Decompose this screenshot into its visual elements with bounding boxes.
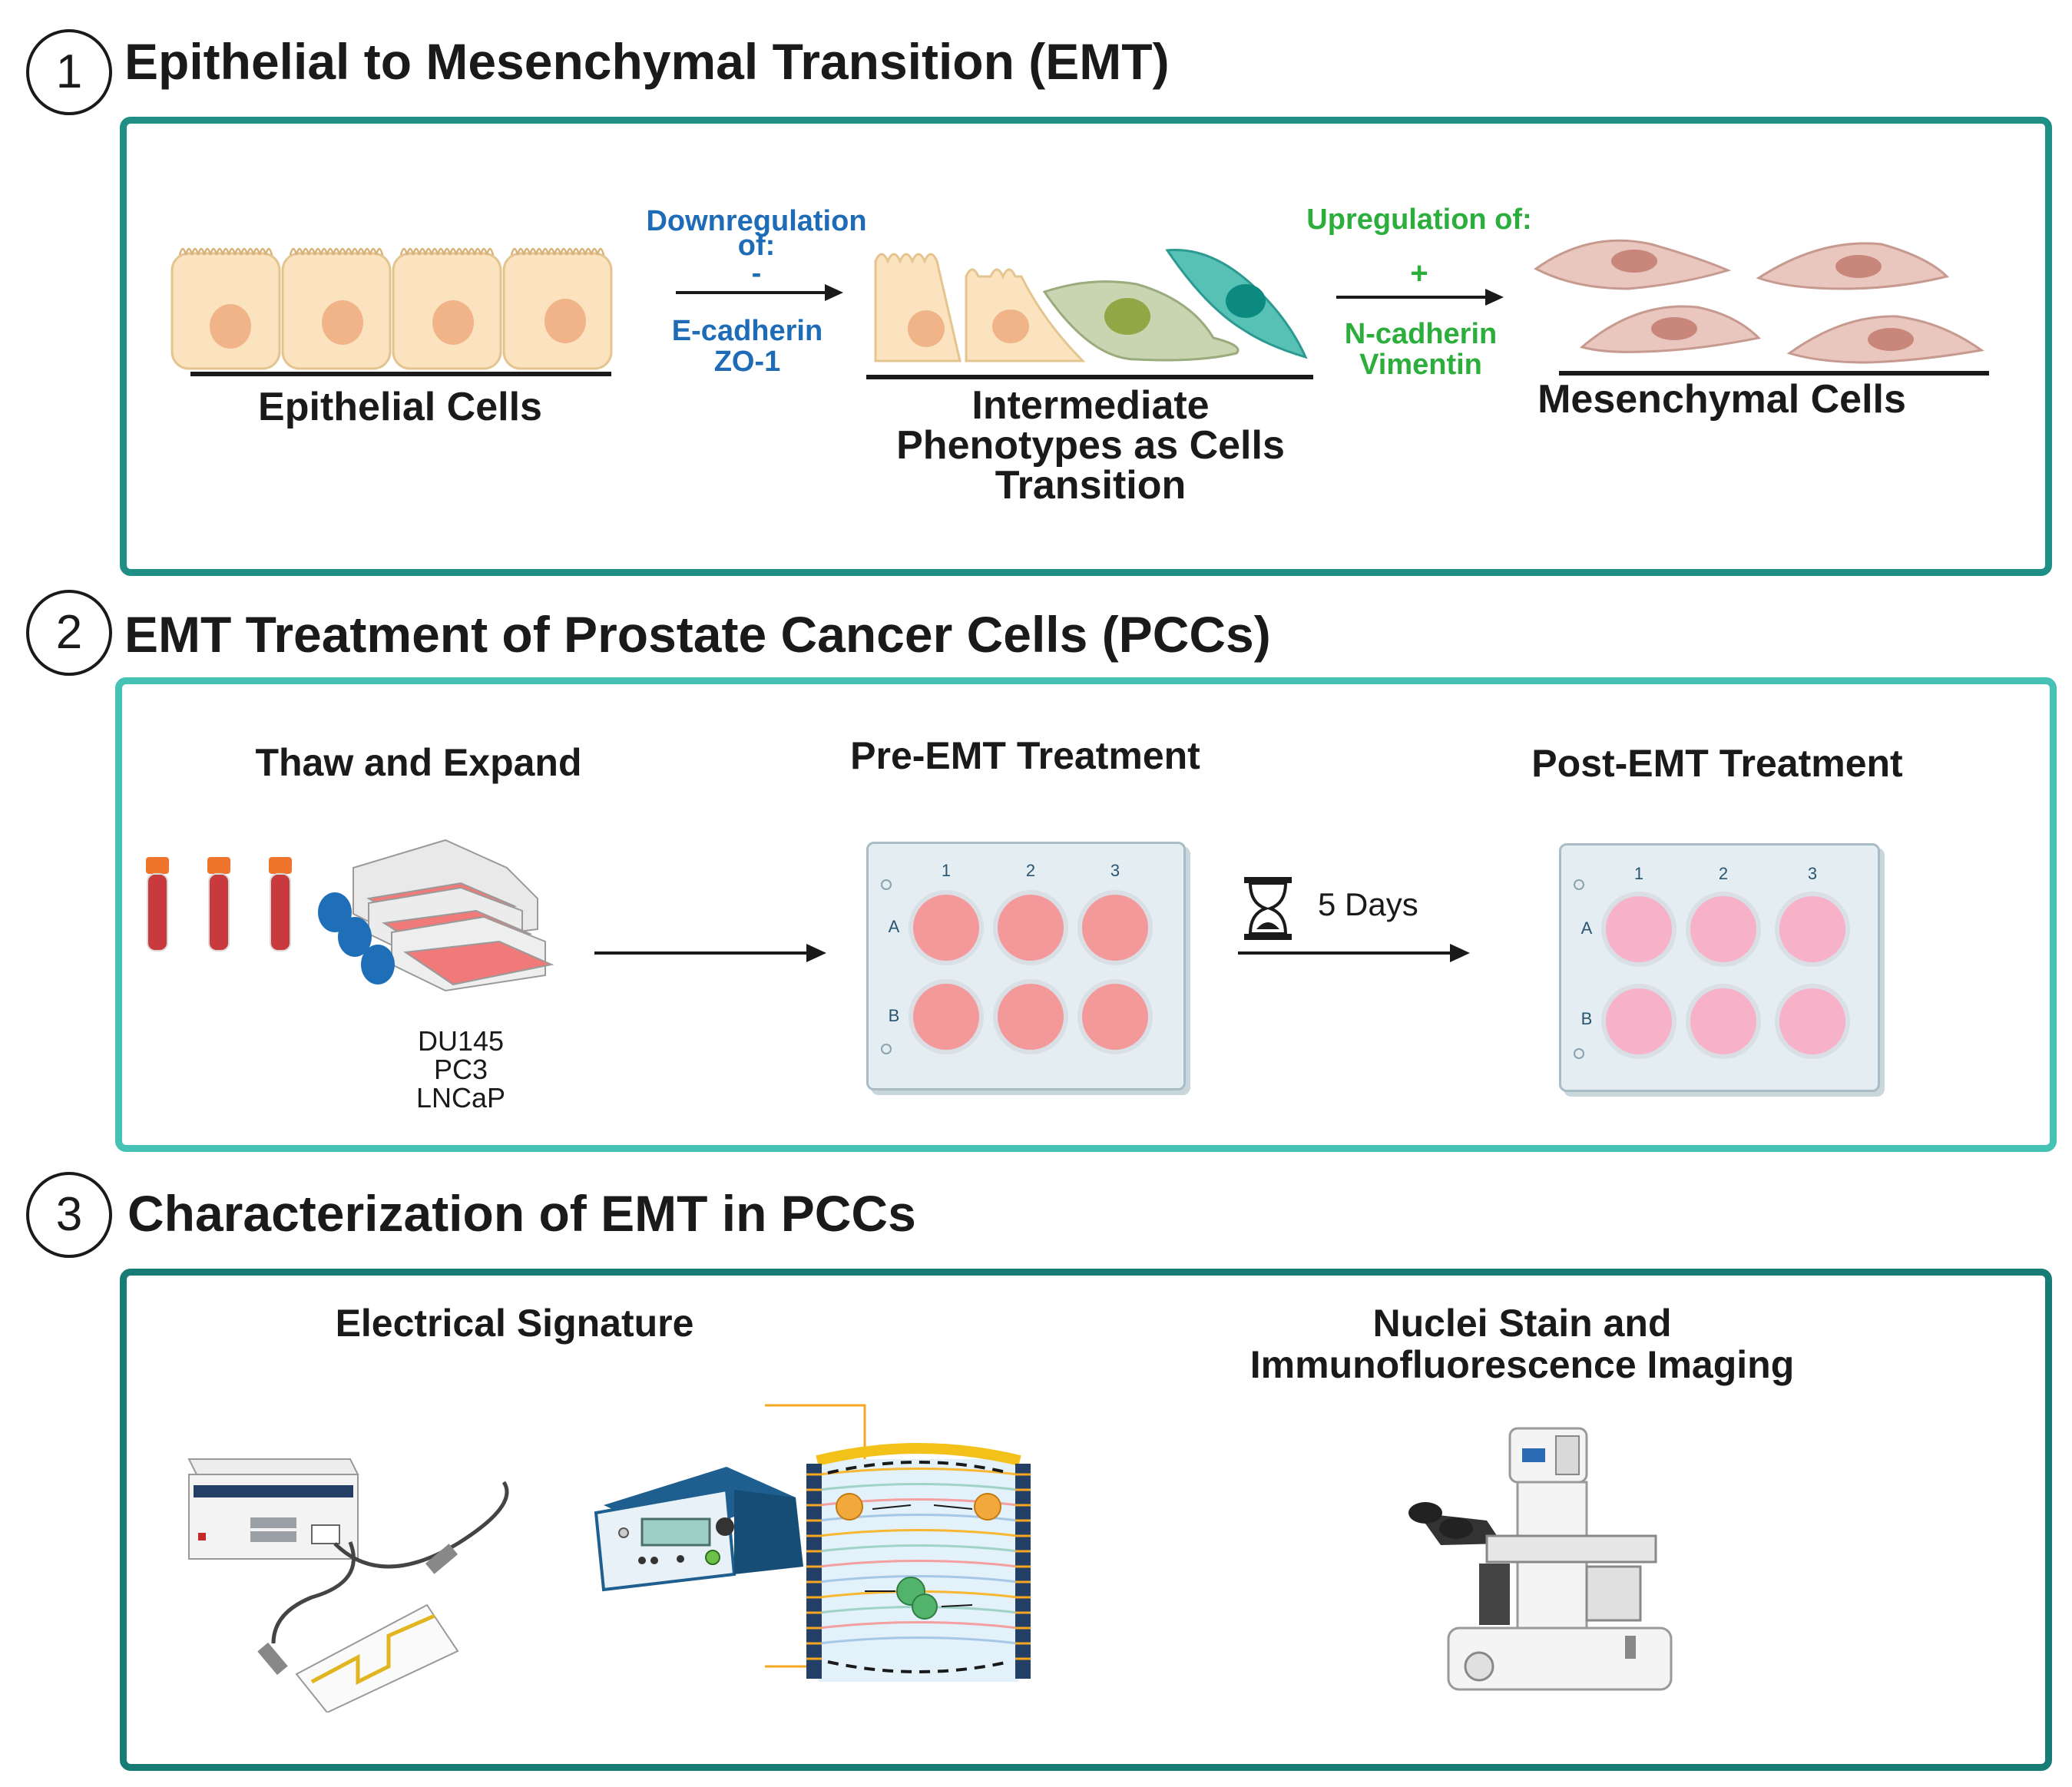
power-supply-illustration [594,1467,803,1592]
cell-line-lncap: LNCaP [415,1082,506,1114]
post-col-label-3: 3 [1808,864,1817,883]
post-col-label-2: 2 [1719,864,1728,883]
upregulation-arrow [1336,289,1504,306]
pre-col-label-3: 3 [1110,861,1120,880]
section-2-title: EMT Treatment of Prostate Cancer Cells (… [124,606,1271,663]
intermediate-line-1: Intermediate [971,383,1210,428]
pre-row-label-b: B [889,1006,900,1025]
pre-col-label-2: 2 [1026,861,1035,880]
post-row-label-b: B [1581,1009,1593,1028]
step-number-3: 3 [26,1172,112,1258]
marker-e-cadherin: E-cadherin [671,315,823,347]
hourglass-icon [1244,877,1292,940]
pre-emt-label: Pre-EMT Treatment [850,734,1200,777]
imaging-line-1: Nuclei Stain and [1372,1302,1672,1345]
post-emt-label: Post-EMT Treatment [1531,742,1903,785]
epithelial-cells-illustration [170,247,613,376]
step-number-1: 1 [26,29,112,115]
intermediate-line-3: Transition [995,463,1187,508]
thaw-expand-label: Thaw and Expand [255,741,582,784]
downregulation-title: Downregulation of: [646,205,867,262]
duration-label: 5 Days [1318,886,1418,922]
section-1-title: Epithelial to Mesenchymal Transition (EM… [124,33,1170,90]
marker-n-cadherin: N-cadherin [1344,318,1498,350]
microscope-illustration [1408,1427,1673,1691]
pre-plate-wells: 1 2 3 A B [881,861,1153,1054]
step-number-2: 2 [26,590,112,676]
upregulation-title: Upregulation of: [1306,204,1532,236]
dep-chamber-illustration [765,1404,1031,1682]
pre-row-label-a: A [889,917,900,936]
cell-line-pc3: PC3 [433,1054,488,1085]
emt-panel [120,117,2052,576]
cell-line-du145: DU145 [417,1025,505,1057]
mesenchymal-cells-label: Mesenchymal Cells [1537,377,1906,422]
upregulation-sign: + [1410,256,1428,290]
intermediate-line-2: Phenotypes as Cells [896,423,1285,468]
characterization-panel [120,1269,2052,1771]
pre-col-label-1: 1 [942,861,951,880]
marker-vimentin: Vimentin [1359,349,1482,381]
culture-flasks-illustration [318,839,554,992]
downregulation-sign: - [751,257,762,290]
marker-zo-1: ZO-1 [713,346,781,378]
downregulation-arrow [676,284,843,301]
post-plate-wells: 1 2 3 A B [1574,864,1850,1059]
epithelial-cells-label: Epithelial Cells [258,385,542,429]
section-3-title: Characterization of EMT in PCCs [127,1185,916,1242]
cryovials-illustration [146,857,292,951]
mesenchymal-cells-illustration [1534,239,1989,376]
post-col-label-1: 1 [1634,864,1643,883]
impedance-analyzer-illustration [187,1458,509,1713]
treatment-arrow [1238,944,1470,962]
imaging-line-2: Immunofluorescence Imaging [1249,1343,1795,1386]
emt-treatment-panel [115,677,2057,1152]
expand-arrow [594,944,826,962]
electrical-signature-label: Electrical Signature [335,1302,694,1345]
intermediate-cells-illustration [866,248,1313,379]
post-row-label-a: A [1581,918,1593,938]
